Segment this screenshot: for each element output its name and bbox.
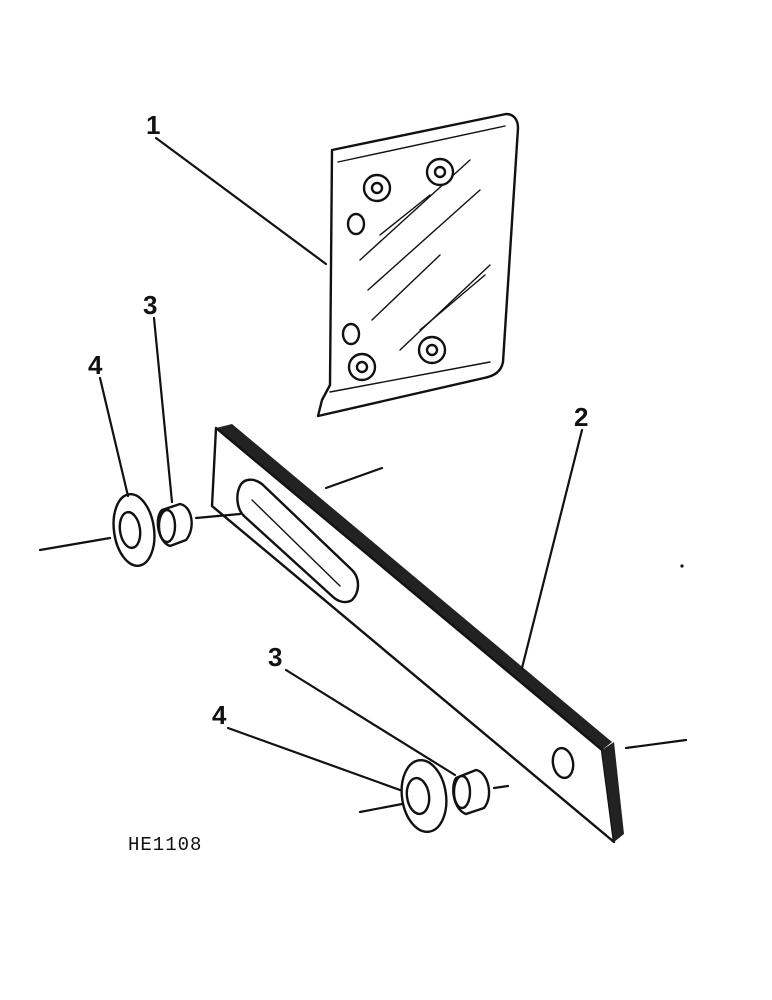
callout-part-3-upper: 3 (143, 290, 157, 320)
plate-hole-lower-left (341, 322, 361, 346)
center-lines (38, 466, 688, 814)
callout-part-4-upper: 4 (88, 350, 103, 380)
washer-lower (400, 759, 448, 833)
plate-hole-left (346, 212, 366, 236)
stray-dot (680, 564, 684, 568)
plate-stud-top-right (425, 157, 455, 187)
callout-part-3-lower: 3 (268, 642, 282, 672)
leader-lines (98, 136, 584, 792)
slotted-bar (210, 424, 624, 844)
callout-part-1: 1 (146, 110, 160, 140)
callout-part-4-lower: 4 (212, 700, 227, 730)
plate-stud-top-left (362, 173, 392, 203)
callout-part-2: 2 (574, 402, 588, 432)
spacer-lower (452, 768, 491, 816)
plate-stud-bottom-right (417, 335, 447, 365)
mounting-plate (316, 112, 520, 418)
plate-stud-bottom-left (347, 352, 377, 382)
washer-upper (112, 493, 156, 567)
spacer-upper (156, 502, 193, 548)
figure-code: HE1108 (128, 834, 202, 856)
